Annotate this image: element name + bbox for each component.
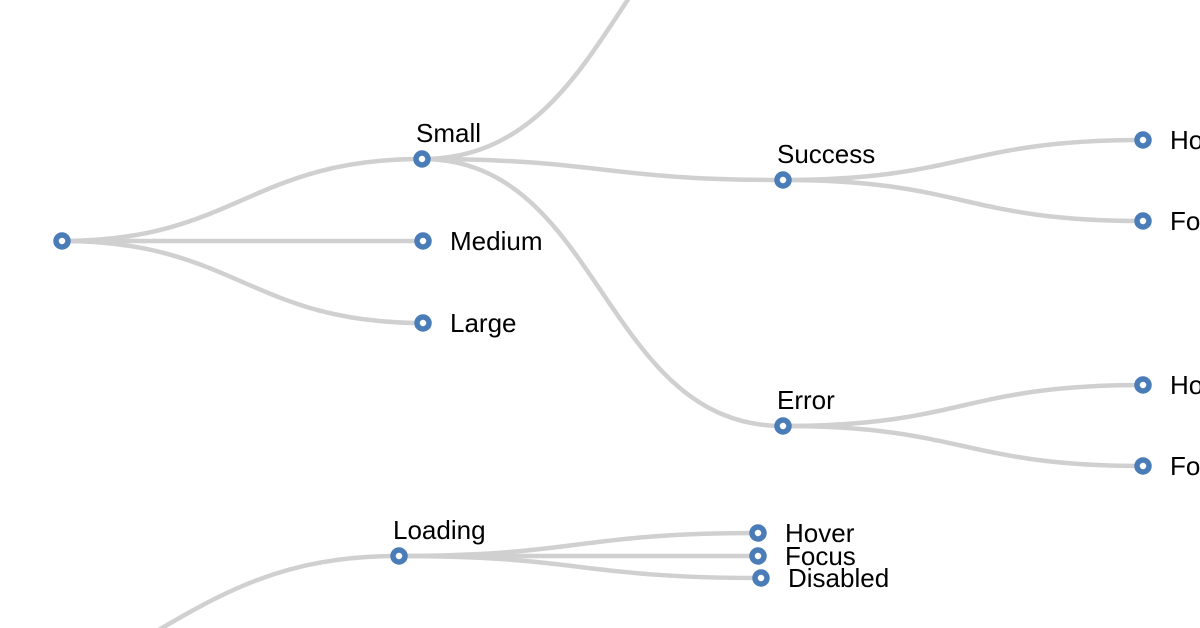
tree-link-root-to-small [61,156,423,244]
nodes-layer [53,131,1152,587]
tree-link-success-to-success-focus [782,177,1144,224]
tree-link-root-to-large [61,238,424,326]
tree-node-success-focus[interactable] [1134,212,1152,230]
tree-label-small: Small [416,118,481,148]
tree-label-loading-focus: Focus [785,541,856,571]
tree-node-loading[interactable] [390,547,408,565]
tree-node-error[interactable] [774,417,792,435]
tree-link-error-to-error-focus [782,423,1144,469]
tree-link-loading-to-loading-disabled [398,553,762,581]
tree-node-loading-disabled[interactable] [752,569,770,587]
tree-node-loading-hover[interactable] [749,524,767,542]
tree-node-large[interactable] [414,314,432,332]
tree-link-success-to-success-hover [782,137,1144,183]
tree-link-small-to-success [421,156,784,183]
links-layer [61,0,1144,628]
tree-label-error: Error [777,385,835,415]
tree-label-loading: Loading [393,515,486,545]
tree-label-loading-hover: Hover [785,518,855,548]
tree-label-error-hover: Hover [1170,370,1200,400]
tree-label-success-focus: Focus [1170,206,1200,236]
tree-label-large: Large [450,308,517,338]
tree-node-success[interactable] [774,171,792,189]
tree-node-error-hover[interactable] [1134,376,1152,394]
tree-link-offscreen-parent-to-loading [157,553,400,628]
tree-link-error-to-error-hover [782,382,1144,429]
tree-node-error-focus[interactable] [1134,457,1152,475]
tree-node-loading-focus[interactable] [749,547,767,565]
tree-link-small-to-error [421,156,784,429]
labels-layer: SmallMediumLargeSuccessErrorHoverFocusHo… [393,118,1200,593]
tree-label-success-hover: Hover [1170,125,1200,155]
tree-link-small-to-offscreen-top [421,0,631,162]
tree-node-medium[interactable] [414,232,432,250]
tree-label-medium: Medium [450,226,542,256]
tree-node-root[interactable] [53,232,71,250]
tree-label-error-focus: Focus [1170,451,1200,481]
tree-node-success-hover[interactable] [1134,131,1152,149]
tree-label-success: Success [777,139,875,169]
tree-node-small[interactable] [413,150,431,168]
tree-label-loading-disabled: Disabled [788,563,889,593]
